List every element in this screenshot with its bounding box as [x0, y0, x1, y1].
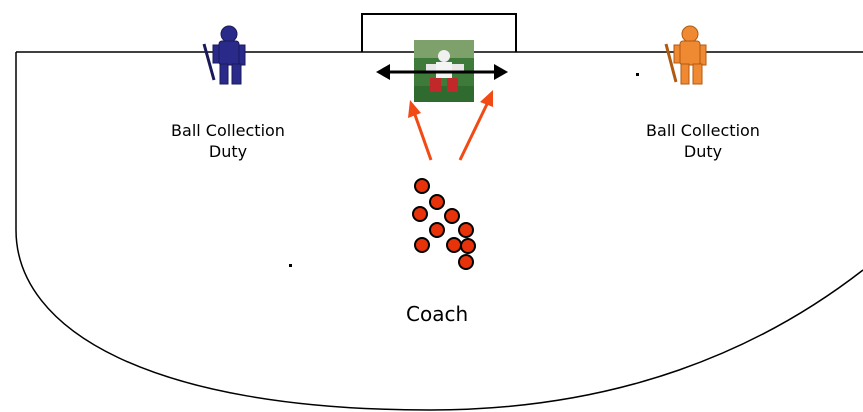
shot-arrows — [408, 90, 493, 161]
ball — [458, 222, 474, 238]
ball — [414, 178, 430, 194]
left-duty-line1: Ball Collection — [171, 121, 285, 140]
ball — [429, 194, 445, 210]
left-duty-label: Ball Collection Duty — [138, 120, 318, 162]
right-duty-label: Ball Collection Duty — [613, 120, 793, 162]
ball-cluster — [412, 178, 476, 270]
goal — [361, 13, 517, 52]
ball — [414, 237, 430, 253]
ball — [412, 206, 428, 222]
coach-label: Coach — [406, 302, 469, 326]
right-duty-line2: Duty — [683, 142, 723, 161]
lateral-movement-arrow — [376, 64, 508, 80]
marker-dot — [636, 73, 639, 76]
marker-dot — [289, 264, 292, 267]
ball — [444, 208, 460, 224]
right-duty-line1: Ball Collection — [646, 121, 760, 140]
right-goalkeeper-icon — [664, 25, 707, 85]
left-duty-line2: Duty — [208, 142, 248, 161]
left-goalkeeper-icon — [202, 25, 246, 85]
ball — [446, 237, 462, 253]
ball — [458, 254, 474, 270]
ball — [429, 222, 445, 238]
ball — [460, 238, 476, 254]
